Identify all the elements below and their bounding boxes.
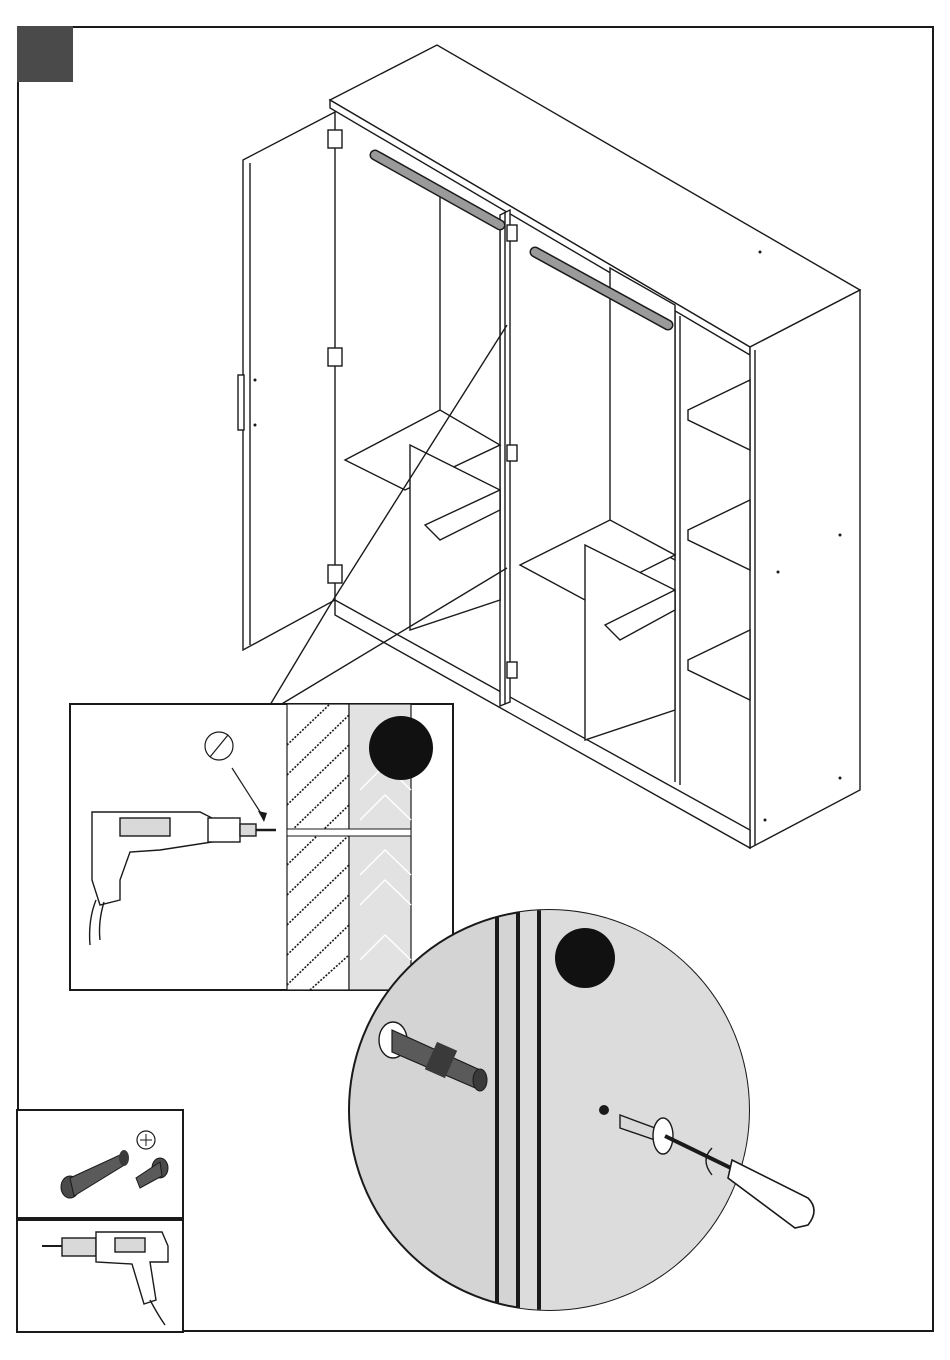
hinge-right-bottom <box>507 662 517 678</box>
hinge-bottom <box>328 565 342 583</box>
right-inner-unit <box>585 545 675 740</box>
connector-zoom-circle <box>349 900 814 1320</box>
step-marker-b <box>555 928 615 988</box>
parts-connector-bolt <box>17 1110 183 1218</box>
right-side-panel <box>750 290 860 848</box>
side-shelf-3 <box>688 630 750 700</box>
side-shelf-2 <box>688 500 750 570</box>
tool-electric-drill <box>17 1220 183 1332</box>
hinge-right-middle <box>507 445 517 461</box>
open-door <box>243 112 335 650</box>
drill-detail-inset <box>70 704 453 990</box>
side-shelf-1 <box>688 380 750 450</box>
hinge-top <box>328 130 342 148</box>
wardrobe-top <box>330 45 860 347</box>
step-marker-a <box>369 716 433 780</box>
screwdriver-handle <box>728 1160 814 1228</box>
drill-hole <box>287 829 411 836</box>
hinge-right-top <box>507 225 517 241</box>
hinge-middle <box>328 348 342 366</box>
door-handle <box>238 375 244 430</box>
